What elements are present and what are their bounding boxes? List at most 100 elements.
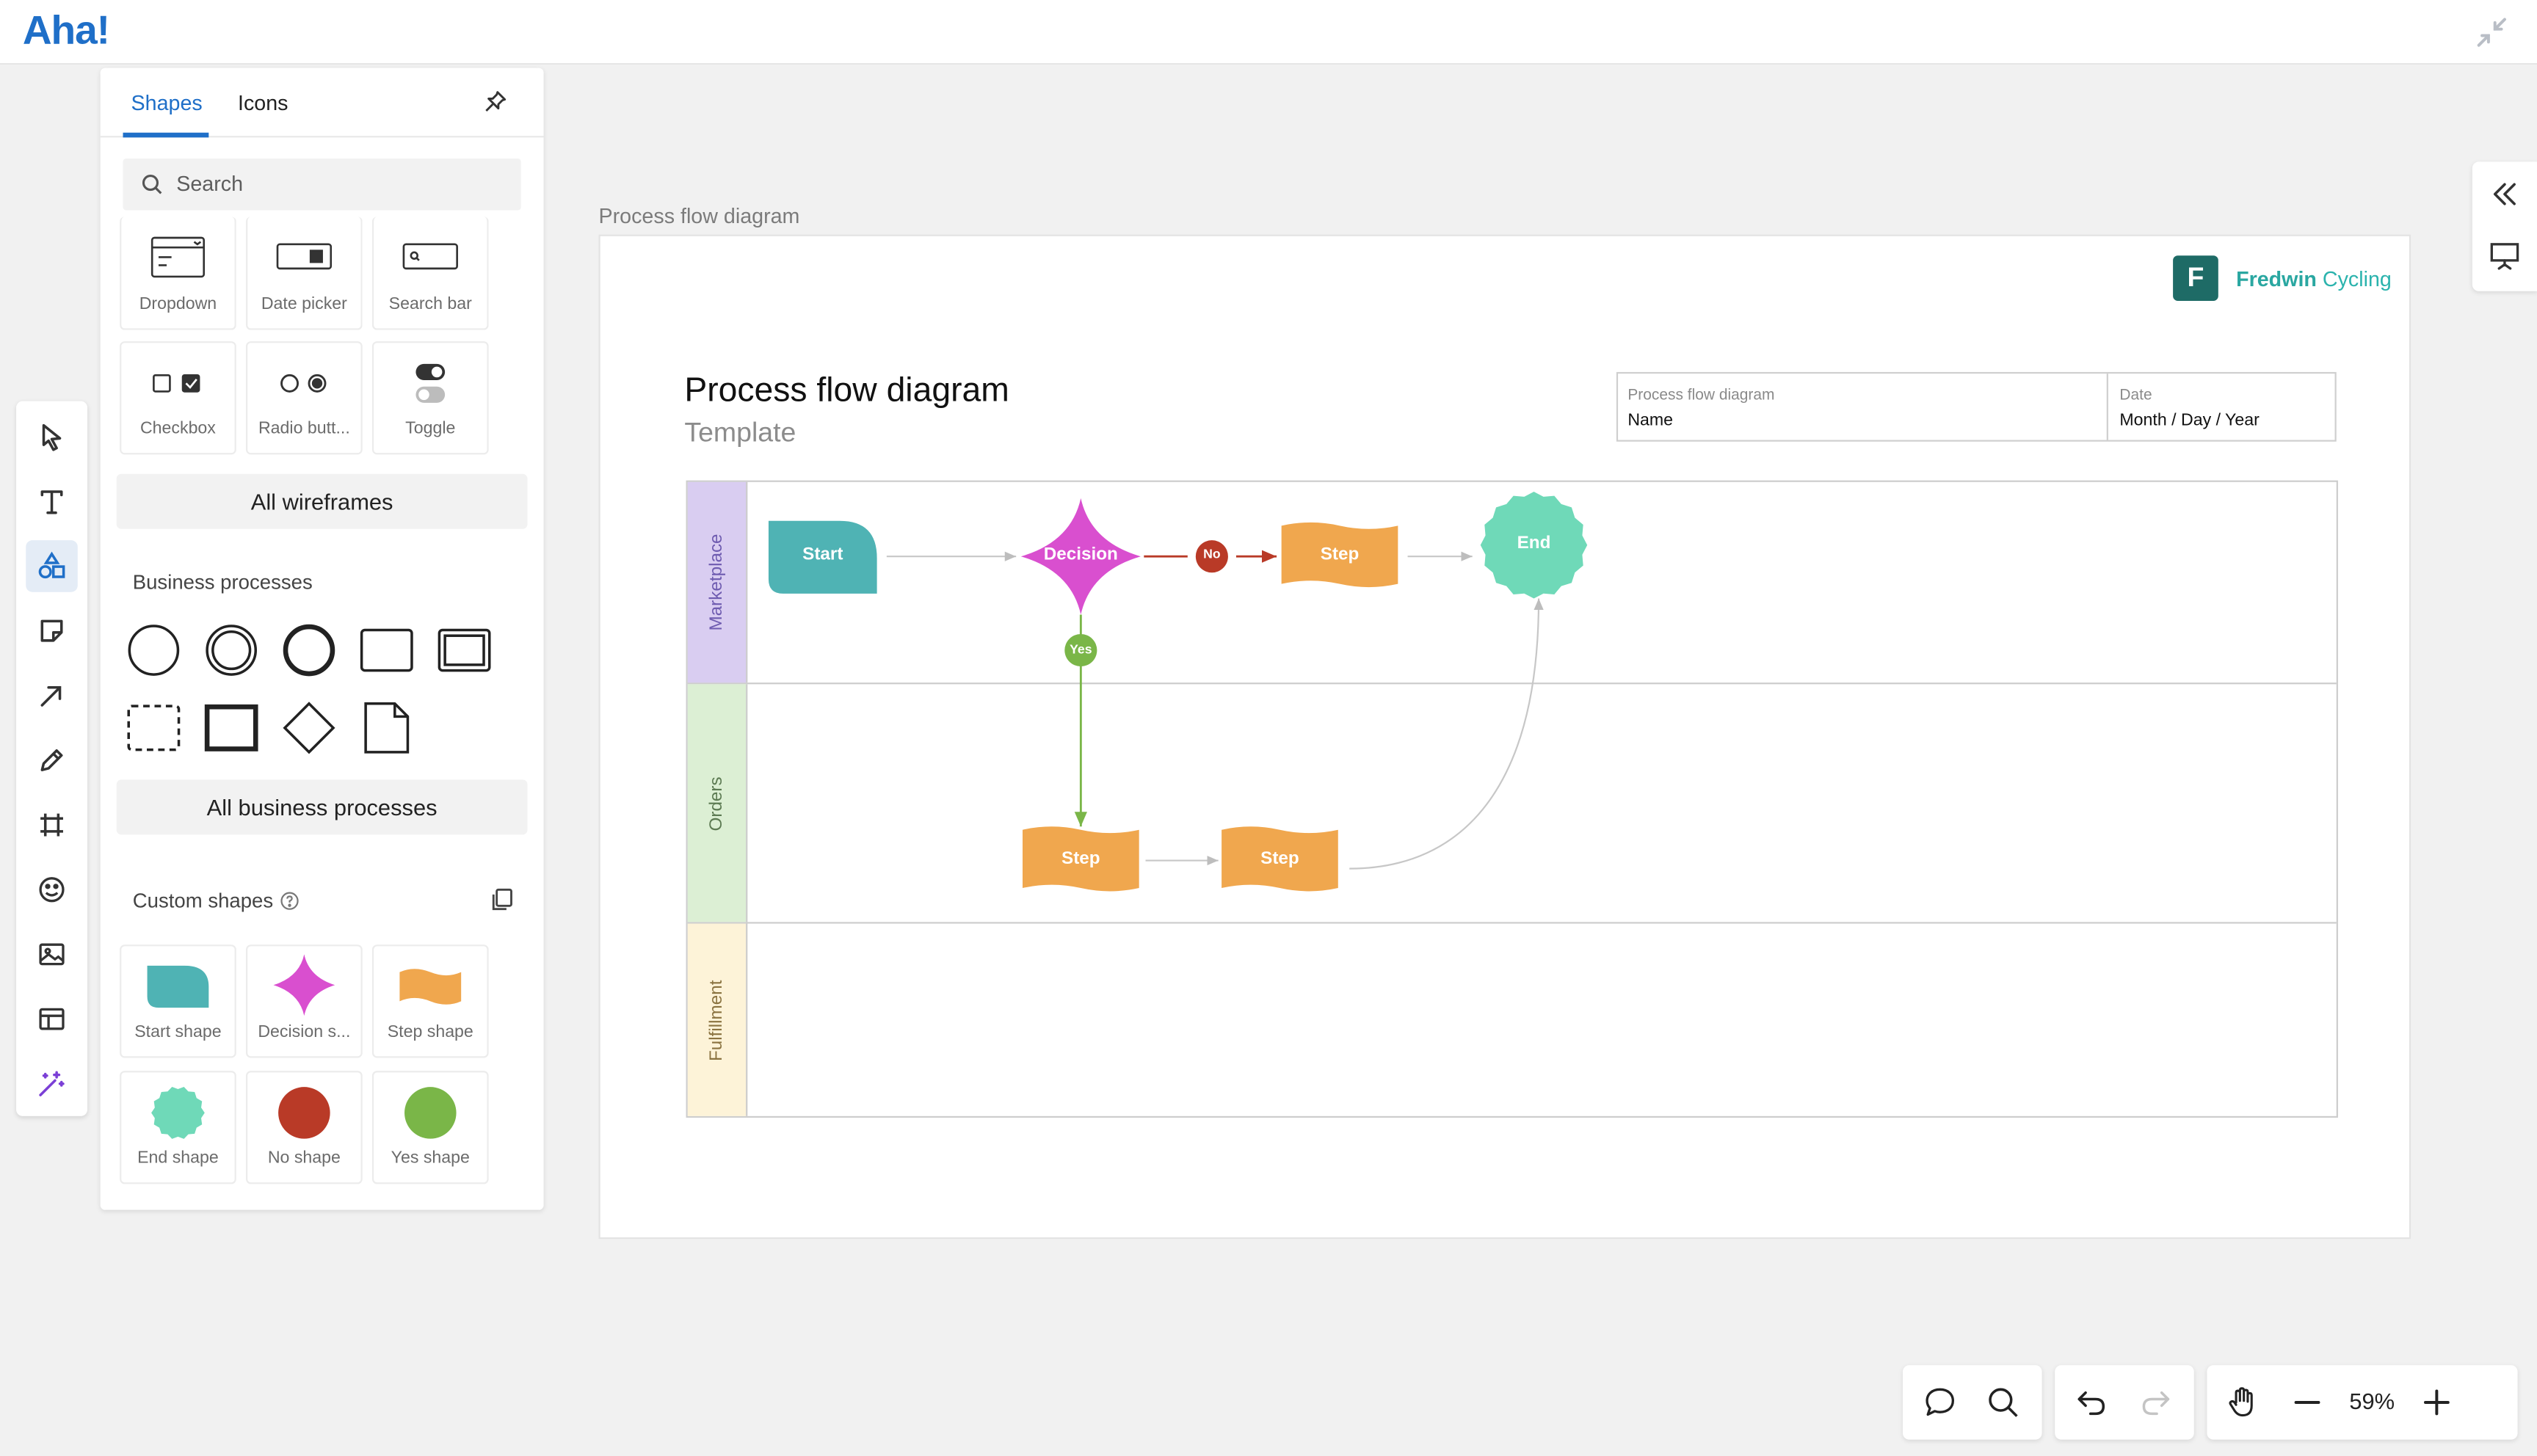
zoom-out-icon[interactable]	[2290, 1385, 2325, 1420]
help-icon[interactable]	[280, 891, 299, 910]
custom-start-shape[interactable]: Start shape	[120, 944, 236, 1058]
zoom-level[interactable]: 59%	[2349, 1388, 2395, 1414]
palette-icon	[39, 877, 65, 903]
bp-circle[interactable]	[125, 621, 183, 679]
active-tab-indicator	[123, 132, 209, 138]
node-step-orders-1[interactable]	[1022, 826, 1139, 892]
frame-title[interactable]: Process flow diagram	[598, 203, 800, 228]
bottom-tools-left	[1903, 1365, 2042, 1440]
lane-fulfillment[interactable]: Fulfillment	[687, 923, 2337, 1116]
bp-thick-circle[interactable]	[280, 621, 338, 679]
wireframe-dropdown[interactable]: Dropdown	[120, 216, 236, 330]
no-shape-icon	[278, 1087, 330, 1139]
search-input[interactable]	[176, 171, 501, 196]
node-start[interactable]	[768, 520, 877, 594]
sticky-note-tool-button[interactable]	[26, 605, 78, 657]
node-end-label: End	[1517, 534, 1551, 553]
pin-icon[interactable]	[482, 89, 508, 114]
bp-thick-rectangle[interactable]	[203, 699, 261, 757]
cursor-icon	[42, 423, 62, 451]
lane-orders[interactable]: Orders	[687, 684, 2337, 924]
pen-tool-button[interactable]	[26, 735, 78, 787]
custom-no-shape[interactable]: No shape	[246, 1071, 363, 1184]
node-decision-label: Decision	[1043, 545, 1118, 565]
connector-step3-end[interactable]	[1349, 598, 1544, 870]
node-start-label: Start	[802, 545, 843, 565]
search-icon	[142, 175, 162, 194]
copy-icon[interactable]	[489, 887, 515, 912]
tab-shapes[interactable]: Shapes	[131, 90, 203, 115]
node-step-marketplace-label: Step	[1320, 545, 1360, 565]
date-picker-icon	[276, 243, 333, 270]
toggle-icon	[415, 363, 446, 403]
diagram-frame[interactable]: F Fredwin Cycling Process flow diagram T…	[598, 234, 2411, 1240]
image-tool-button[interactable]	[26, 928, 78, 980]
all-wireframes-button[interactable]: All wireframes	[116, 473, 528, 529]
app-logo[interactable]: Aha!	[22, 8, 110, 54]
doc-subtitle[interactable]: Template	[684, 417, 796, 448]
custom-step-shape[interactable]: Step shape	[371, 944, 489, 1058]
wireframe-radio-button[interactable]: Radio butt...	[246, 341, 363, 455]
image-icon	[39, 943, 65, 966]
node-no-label: No	[1203, 546, 1221, 561]
bp-diamond[interactable]	[280, 699, 338, 757]
node-step-marketplace[interactable]	[1281, 522, 1398, 588]
undo-icon[interactable]	[2075, 1385, 2110, 1420]
node-no[interactable]	[1195, 540, 1228, 573]
select-tool-button[interactable]	[26, 411, 78, 463]
arrow-icon	[40, 685, 62, 707]
brand-name: Fredwin Cycling	[2236, 266, 2392, 291]
tab-icons[interactable]: Icons	[238, 90, 288, 115]
shape-search	[123, 159, 521, 211]
custom-shapes-title: Custom shapes	[133, 889, 300, 912]
custom-decision-shape[interactable]: Decision s...	[246, 944, 363, 1058]
text-icon	[40, 490, 63, 514]
custom-yes-shape[interactable]: Yes shape	[371, 1071, 489, 1184]
node-yes-label: Yes	[1070, 642, 1092, 657]
lane-marketplace[interactable]: Marketplace	[687, 481, 2337, 685]
node-yes[interactable]	[1064, 634, 1097, 667]
bp-double-circle[interactable]	[203, 621, 261, 679]
flow-connectors	[768, 492, 1588, 892]
checkbox-icon	[153, 374, 200, 393]
search-canvas-icon[interactable]	[1985, 1385, 2020, 1420]
shapes-tool-button[interactable]	[26, 540, 78, 592]
redo-icon[interactable]	[2138, 1385, 2173, 1420]
wireframe-date-picker[interactable]: Date picker	[246, 216, 363, 330]
presentation-icon[interactable]	[2489, 239, 2521, 272]
doc-title[interactable]: Process flow diagram	[684, 371, 1009, 410]
bp-document[interactable]	[357, 699, 415, 757]
all-business-processes-button[interactable]: All business processes	[116, 779, 528, 835]
exit-fullscreen-icon[interactable]	[2475, 16, 2508, 48]
wireframe-toggle[interactable]: Toggle	[371, 341, 489, 455]
bp-double-rectangle[interactable]	[435, 621, 493, 679]
wireframe-checkbox[interactable]: Checkbox	[120, 341, 236, 455]
sticky-note-icon	[40, 619, 63, 642]
zoom-in-icon[interactable]	[2419, 1385, 2454, 1420]
template-tool-button[interactable]	[26, 993, 78, 1045]
frame-tool-button[interactable]	[26, 799, 78, 851]
connector-tool-button[interactable]	[26, 669, 78, 721]
emoji-tool-button[interactable]	[26, 864, 78, 916]
magic-wand-icon	[39, 1071, 65, 1096]
bp-dashed-rectangle[interactable]	[125, 699, 183, 757]
double-chevron-left-icon[interactable]	[2489, 178, 2521, 210]
hand-icon[interactable]	[2225, 1385, 2260, 1420]
node-step-orders-2[interactable]	[1222, 826, 1338, 892]
text-tool-button[interactable]	[26, 476, 78, 528]
custom-end-shape[interactable]: End shape	[120, 1071, 236, 1184]
bp-rounded-rectangle[interactable]	[357, 621, 415, 679]
meta-date-cell[interactable]: Date Month / Day / Year	[2119, 386, 2260, 431]
business-processes-title: Business processes	[132, 571, 313, 594]
brand-logo: F	[2173, 255, 2218, 301]
top-bar: Aha!	[0, 0, 2537, 65]
meta-name-cell[interactable]: Process flow diagram Name	[1618, 374, 2108, 440]
node-end[interactable]	[1480, 492, 1588, 599]
wireframe-search-bar[interactable]: Search bar	[371, 216, 489, 330]
ai-tool-button[interactable]	[26, 1058, 78, 1110]
tool-rail	[16, 401, 88, 1116]
meta-table: Process flow diagram Name Date Month / D…	[1616, 371, 2337, 442]
node-decision[interactable]	[1020, 498, 1141, 615]
comment-icon[interactable]	[1922, 1385, 1957, 1420]
